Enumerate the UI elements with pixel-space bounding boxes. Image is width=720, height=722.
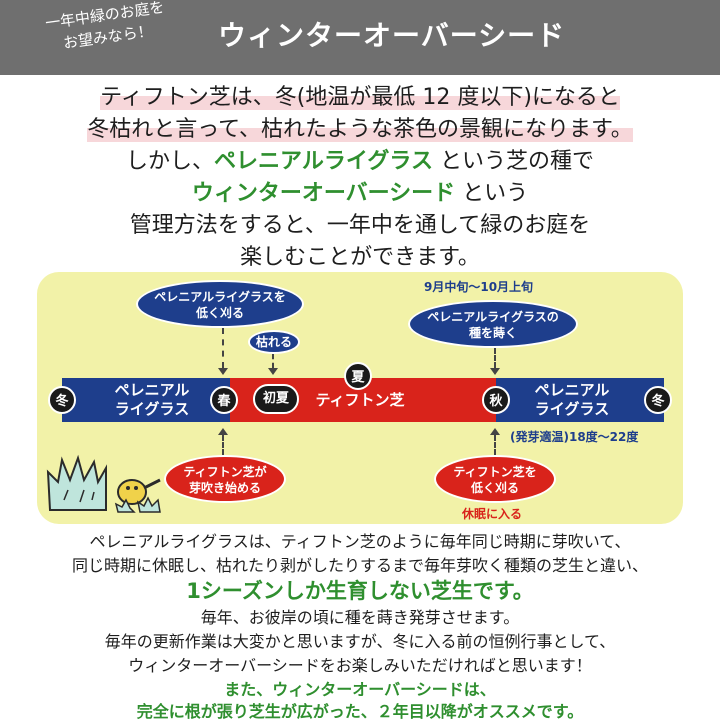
season-summer: 夏 — [344, 362, 372, 390]
header-banner: 一年中緑のお庭を お望みなら！ ウィンターオーバーシード — [0, 0, 720, 75]
arrow-spring-top — [218, 368, 228, 375]
watering-can-icon — [117, 478, 161, 505]
note-tifton-cut-low-line1: ティフトン芝を — [453, 465, 537, 479]
intro-text: ティフトン芝は、冬(地温が最低 12 度以下)になると 冬枯れと言って、枯れたよ… — [0, 82, 720, 274]
left-grass-line1: ペレニアル — [114, 381, 190, 399]
intro-line3-a: しかし、 — [126, 149, 215, 174]
left-grass-label: ペレニアル ライグラス — [92, 381, 212, 419]
body-line5: 毎年の更新作業は大変かと思いますが、冬に入る前の恒例行事として、 — [104, 632, 616, 651]
intro-line4-b: という — [462, 181, 529, 206]
body-line3: 1シーズンしか生育しない芝生です。 — [186, 579, 534, 603]
arrow-spring-bottom — [218, 428, 228, 435]
note-period: 9月中旬～10月上旬 — [424, 280, 534, 294]
season-early-summer: 初夏 — [253, 384, 299, 414]
body-line4: 毎年、お彼岸の頃に種を蒔き発芽させます。 — [200, 608, 520, 627]
tifton-label: ティフトン芝 — [315, 391, 405, 409]
note-temperature: (発芽適温)18度～22度 — [510, 430, 639, 444]
arrow-autumn-bottom — [490, 428, 500, 435]
note-withers: 枯れる — [248, 330, 300, 354]
right-grass-label: ペレニアル ライグラス — [512, 381, 632, 419]
intro-line5: 管理方法をすると、一年中を通して緑のお庭を — [129, 213, 591, 238]
intro-line6: 楽しむことができます。 — [240, 245, 480, 270]
left-grass-line2: ライグラス — [114, 400, 190, 418]
intro-line2: 冬枯れと言って、枯れたような茶色の景観になります。 — [87, 117, 633, 142]
season-spring: 春 — [210, 386, 238, 414]
page-title: ウィンターオーバーシード — [218, 19, 566, 52]
intro-line4-a: ウィンターオーバーシード — [191, 181, 456, 206]
small-grass-icon — [114, 496, 161, 513]
note-sow-seed-line2: 種を蒔く — [468, 326, 517, 340]
body-line1: ペレニアルライグラスは、ティフトン芝のように毎年同じ時期に芽吹いて、 — [89, 532, 631, 551]
right-grass-line1: ペレニアル — [534, 381, 610, 399]
note-tifton-cut-low: ティフトン芝を 低く刈る — [434, 455, 556, 503]
note-cut-low-line2: 低く刈る — [195, 306, 244, 320]
dash-autumn-top — [494, 348, 496, 368]
dash-spring-bottom — [222, 435, 224, 455]
grass-illustration — [46, 454, 161, 513]
arrow-withers — [268, 368, 278, 375]
body-line7: また、ウィンターオーバーシードは、 — [224, 680, 496, 699]
season-winter-right: 冬 — [644, 386, 672, 414]
intro-line3-b: ペレニアルライグラス — [214, 149, 433, 174]
season-winter-left: 冬 — [48, 386, 76, 414]
intro-line3-c: という芝の種で — [439, 149, 594, 174]
season-autumn: 秋 — [482, 386, 510, 414]
note-tifton-cut-low-line2: 低く刈る — [470, 481, 519, 495]
body-line6: ウィンターオーバーシードをお楽しみいただければと思います！ — [128, 656, 592, 675]
right-grass-line2: ライグラス — [534, 400, 610, 418]
note-dormancy: 休眠に入る — [462, 507, 523, 521]
note-tifton-sprout-line2: 芽吹き始める — [188, 481, 261, 495]
note-cut-low-line1: ペレニアルライグラスを — [154, 290, 286, 304]
intro-line1: ティフトン芝は、冬(地温が最低 12 度以下)になると — [100, 85, 620, 110]
left-grass-bar — [62, 378, 234, 422]
note-tifton-sprout-line1: ティフトン芝が — [183, 465, 267, 479]
dash-spring-top — [222, 328, 224, 368]
body-line2: 同じ時期に休眠し、枯れたり剥がしたりするまで毎年芽吹く種類の芝生と違い、 — [71, 556, 648, 575]
note-sow-seed: ペレニアルライグラスの 種を蒔く — [408, 300, 578, 348]
header-tag: 一年中緑のお庭を お望みなら！ — [24, 0, 192, 83]
note-sow-seed-line1: ペレニアルライグラスの — [427, 310, 559, 324]
body-line8: 完全に根が張り芝生が広がった、２年目以降がオススメです。 — [136, 702, 584, 721]
right-grass-bar — [496, 378, 664, 422]
dash-withers — [272, 354, 274, 368]
arrow-autumn-top — [490, 368, 500, 375]
note-cut-low-perennial: ペレニアルライグラスを 低く刈る — [136, 280, 304, 328]
dash-autumn-bottom — [494, 435, 496, 455]
note-tifton-sprout: ティフトン芝が 芽吹き始める — [164, 455, 286, 503]
grass-tuft-icon — [46, 454, 107, 511]
